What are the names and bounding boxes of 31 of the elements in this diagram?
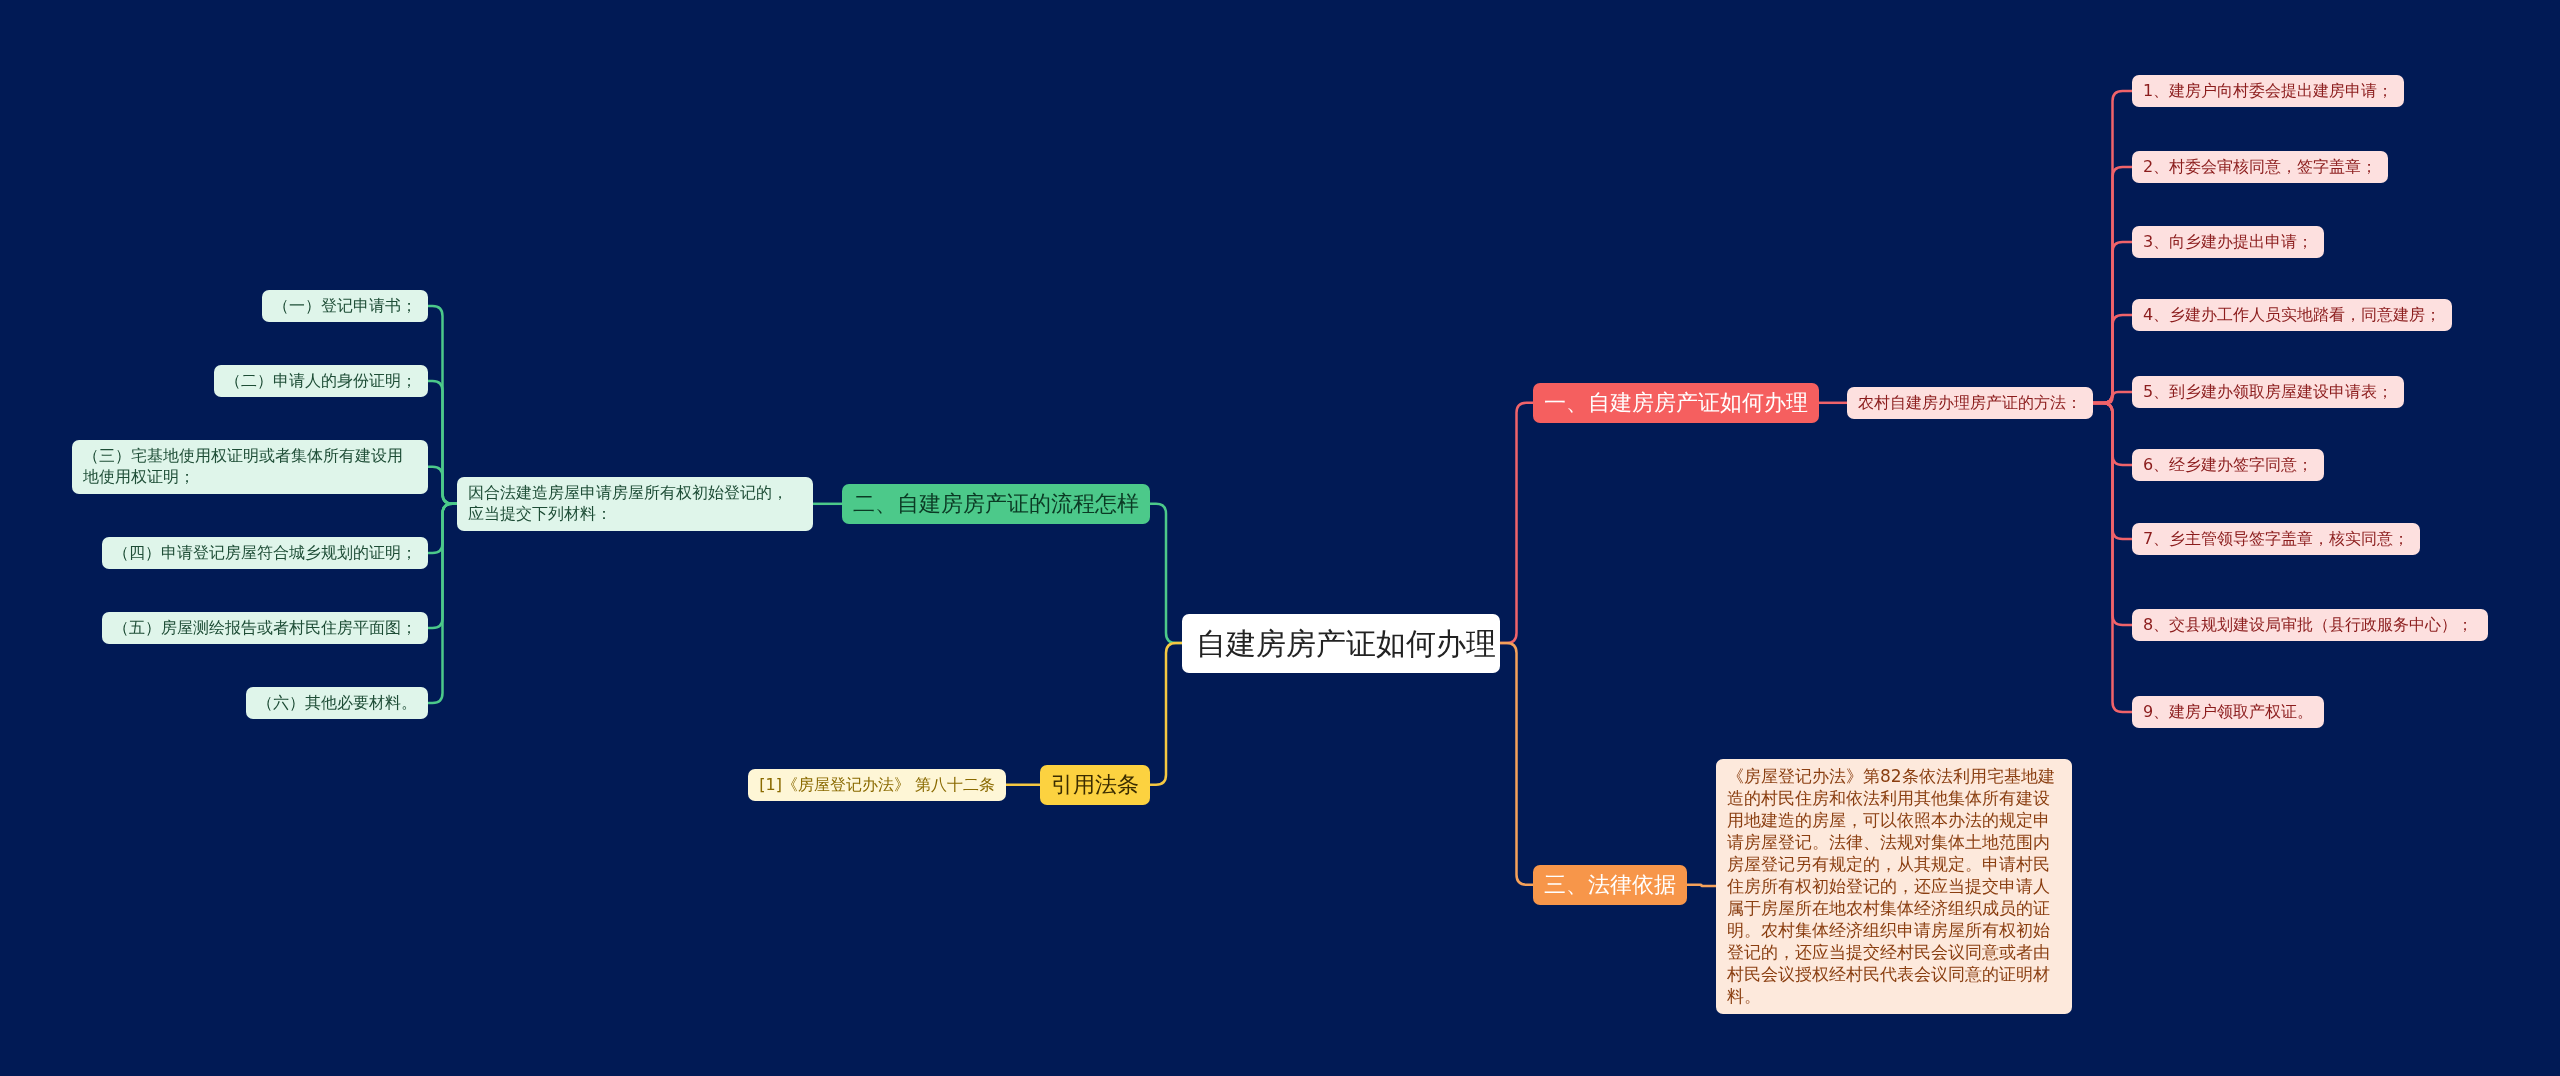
connector-line [1500,641,1533,887]
subtopic: 因合法建造房屋申请房屋所有权初始登记的，应当提交下列材料： [457,477,813,531]
subtopic: （四）申请登记房屋符合城乡规划的证明； [102,536,428,570]
subtopic: 2、村委会审核同意，签字盖章； [2132,150,2389,184]
branch-topic: 引用法条 [1040,764,1150,806]
subtopic: 4、乡建办工作人员实地踏看，同意建房； [2132,298,2453,332]
connector-line [1819,401,1847,405]
subtopic: 7、乡主管领导签字盖章，核实同意； [2132,522,2421,556]
subtopic: [1]《房屋登记办法》 第八十二条 [748,768,1006,802]
branch-topic: 三、法律依据 [1533,864,1687,906]
subtopic: （一）登记申请书； [262,289,428,323]
subtopic: 6、经乡建办签字同意； [2132,448,2325,482]
subtopic: 5、到乡建办领取房屋建设申请表； [2132,375,2405,409]
note-text-box: 《房屋登记办法》第82条依法利用宅基地建造的村民住房和依法利用其他集体所有建设用地建造的房屋，可以依照本办法的规定申请房屋登记。法律、法规对集体土地范围内房屋登记另有规定的，从其规定。申请村民住房所有权初始登记的，还应当提交申请人属于房屋所在地农村集体经济组织成员的证明。农村集体经济组织申请房屋所有权初始登记的，还应当提交经村民会议同意或者由村民会议授权经村民代表会议同意的证明材料。 [1716,758,2072,1014]
branch-topic: 一、自建房房产证如何办理 [1533,382,1819,424]
central-topic: 自建房房产证如何办理 [1182,613,1500,673]
subtopic: 1、建房户向村委会提出建房申请； [2132,74,2405,108]
subtopic: （三）宅基地使用权证明或者集体所有建设用地使用权证明； [72,440,428,494]
connector-line [1006,783,1040,787]
connector-line [1150,641,1182,787]
connector-line [1687,883,1716,888]
connector-line [813,502,842,506]
subtopic: 农村自建房办理房产证的方法： [1847,386,2093,420]
subtopic: 3、向乡建办提出申请； [2132,225,2325,259]
subtopic: 9、建房户领取产权证。 [2132,695,2325,729]
subtopic: 8、交县规划建设局审批（县行政服务中心）； [2132,608,2488,642]
subtopic: （二）申请人的身份证明； [214,364,428,398]
subtopic: （六）其他必要材料。 [246,686,428,720]
subtopic: （五）房屋测绘报告或者村民住房平面图； [102,611,428,645]
branch-topic: 二、自建房房产证的流程怎样 [842,483,1150,525]
connector-line [2093,401,2132,714]
